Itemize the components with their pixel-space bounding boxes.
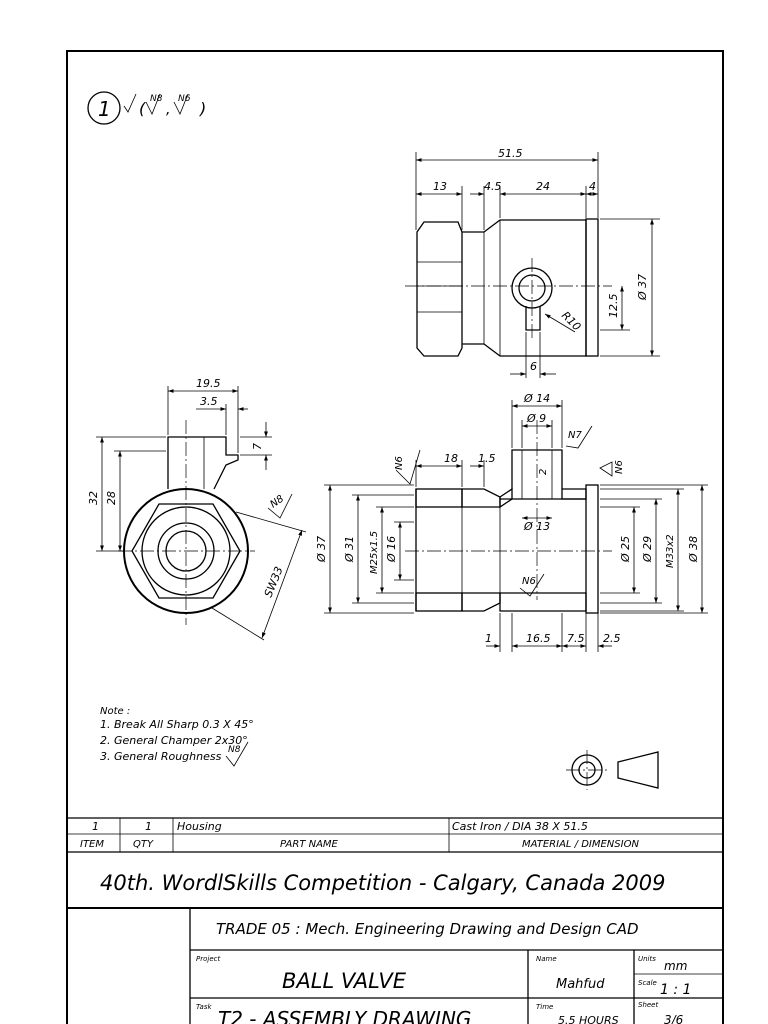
author-name: Mahfud [556,977,605,992]
svg-text:24: 24 [536,180,550,193]
projection-symbol [566,750,659,790]
svg-text:51.5: 51.5 [498,147,523,160]
scale-label: Scale [638,979,657,987]
svg-text:Ø 25: Ø 25 [619,536,632,563]
svg-text:28: 28 [105,491,118,505]
svg-text:Ø 38: Ø 38 [687,536,700,563]
title-block: 40th. WordlSkills Competition - Calgary,… [67,871,723,1024]
units-label: Units [638,955,656,963]
svg-text:SW33: SW33 [262,565,286,599]
sheet-label: Sheet [638,1001,658,1009]
svg-text:N6: N6 [614,460,625,474]
svg-text:Ø 14: Ø 14 [523,392,550,405]
time-value: 5.5 HOURS [558,1014,619,1024]
task-label: Task [196,1003,212,1011]
svg-text:Ø 29: Ø 29 [641,536,654,563]
svg-text:1.5: 1.5 [478,452,496,465]
units-value: mm [664,959,687,973]
svg-text:2.5: 2.5 [603,632,621,645]
time-label: Time [536,1003,553,1011]
parts-header-material: MATERIAL / DIMENSION [522,839,639,850]
svg-text:32: 32 [87,491,100,505]
svg-text:16.5: 16.5 [526,632,551,645]
item-callout: 1 ( N8 , N6 ) [87,91,206,125]
svg-text:4.5: 4.5 [484,180,502,193]
svg-text:19.5: 19.5 [196,377,221,390]
note-line-2: 2. General Champer 2x30° [100,734,248,747]
parts-row-name: Housing [177,820,222,833]
notes-heading: Note : [100,706,130,717]
parts-header-qty: QTY [133,839,154,850]
parts-row-material: Cast Iron / DIA 38 X 51.5 [452,820,588,833]
note-roughness: N8 [228,745,241,755]
svg-text:Ø 16: Ø 16 [385,536,398,563]
item-number: 1 [98,97,111,121]
drawing-border [66,50,724,1024]
note-line-1: 1. Break All Sharp 0.3 X 45° [100,718,254,731]
svg-text:(: ( [139,99,146,118]
svg-text:3.5: 3.5 [200,395,218,408]
notes: Note : 1. Break All Sharp 0.3 X 45° 2. G… [100,706,254,767]
svg-text:Ø 13: Ø 13 [523,520,550,533]
svg-text:Ø 37: Ø 37 [636,274,649,301]
svg-text:N8: N8 [268,494,286,511]
svg-text:): ) [199,99,206,118]
scale-value: 1 : 1 [660,982,691,998]
task-title: T2 - ASSEMBLY DRAWING [218,1007,471,1024]
section-view: Ø 14 Ø 9 18 1.5 2 Ø 13 Ø 37 Ø 31 M25x1.5… [315,392,708,652]
svg-text:Ø 37: Ø 37 [315,536,328,563]
side-view: 19.5 3.5 7 32 28 SW33 N8 [87,377,307,641]
svg-text:7.5: 7.5 [567,632,585,645]
svg-text:4: 4 [589,180,596,193]
svg-text:1: 1 [485,632,492,645]
svg-text:N6: N6 [522,576,536,587]
competition-title: 40th. WordlSkills Competition - Calgary,… [100,871,665,895]
svg-text:Ø 31: Ø 31 [343,536,356,563]
svg-text:18: 18 [444,452,458,465]
svg-text:,: , [166,102,170,118]
svg-text:N7: N7 [568,430,582,441]
trade-title: TRADE 05 : Mech. Engineering Drawing and… [216,920,639,938]
svg-text:12.5: 12.5 [607,294,620,319]
project-label: Project [196,955,220,963]
note-line-3: 3. General Roughness [100,750,222,763]
svg-text:M25x1.5: M25x1.5 [369,531,380,574]
roughness-n8: N8 [150,94,163,104]
svg-text:Ø 9: Ø 9 [526,412,546,425]
parts-header-item: ITEM [80,839,104,850]
project-name: BALL VALVE [282,969,407,993]
top-view: 51.5 13 4.5 24 4 Ø 37 12.5 R10 6 [405,147,660,378]
parts-list: 1 1 Housing Cast Iron / DIA 38 X 51.5 IT… [67,817,723,853]
name-label: Name [536,955,557,963]
roughness-n6: N6 [178,94,191,104]
svg-text:6: 6 [530,360,537,373]
svg-text:R10: R10 [559,309,583,333]
sheet-value: 3/6 [664,1013,684,1024]
parts-header-name: PART NAME [280,839,339,850]
svg-text:2: 2 [538,469,549,475]
parts-row-qty: 1 [145,820,152,833]
svg-text:13: 13 [433,180,447,193]
svg-text:M33x2: M33x2 [665,534,676,568]
svg-text:N6: N6 [394,456,405,470]
item-balloon [87,91,121,125]
roughness-symbol [123,93,137,113]
svg-text:7: 7 [251,443,264,450]
parts-row-item: 1 [92,820,99,833]
